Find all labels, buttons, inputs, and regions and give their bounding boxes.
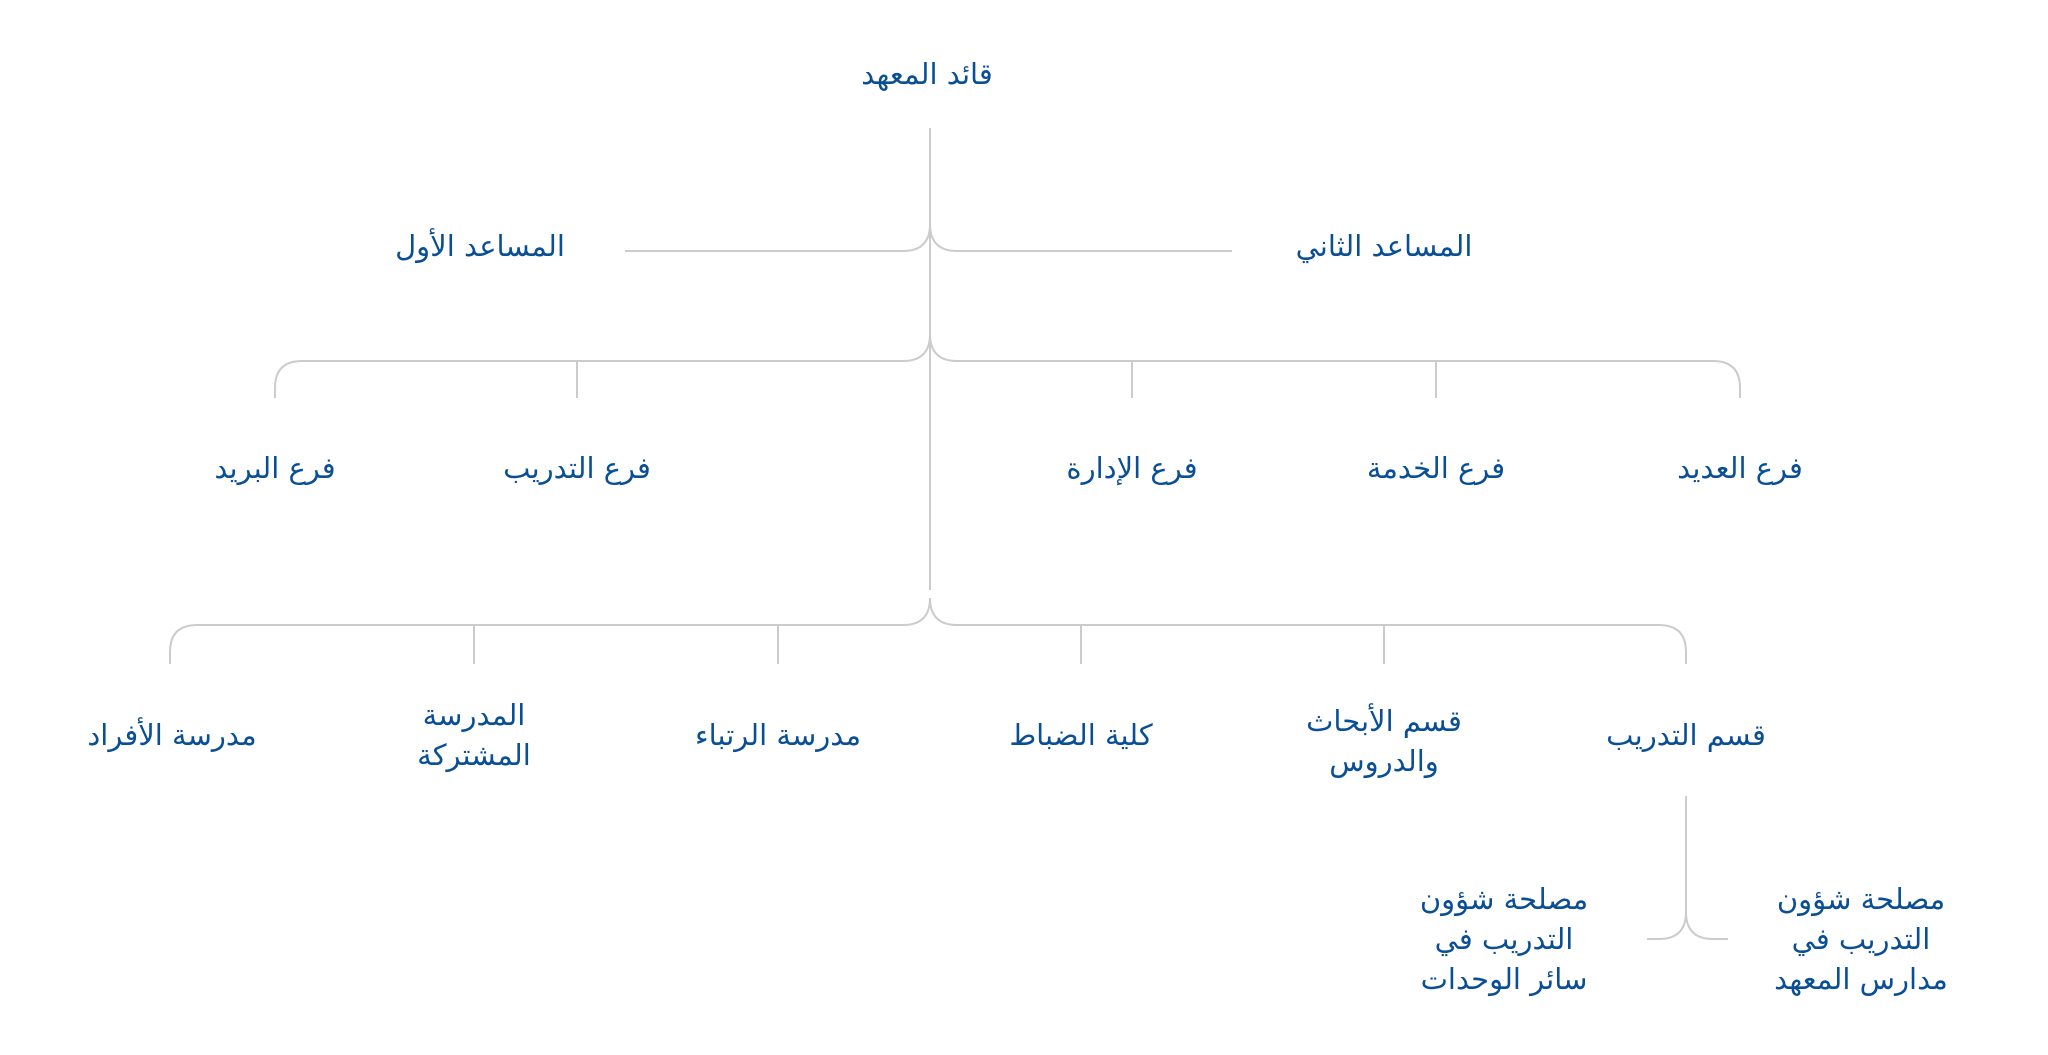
node-joint-school-line-2: المشتركة — [417, 738, 531, 772]
node-training-department: قسم التدريب — [1606, 718, 1766, 752]
node-joint-school: المدرسة المشتركة — [417, 695, 531, 775]
node-joint-school-line-1: المدرسة — [422, 698, 526, 732]
node-research-department-line-2: والدروس — [1329, 744, 1439, 778]
branch-bar-left — [902, 333, 1741, 398]
node-ranks-school: مدرسة الرتباء — [694, 718, 862, 752]
service-bar — [1647, 911, 1728, 940]
node-individuals-school: مدرسة الأفراد — [87, 718, 257, 752]
node-training-affairs-schools-line-1: مصلحة شؤون — [1776, 882, 1946, 916]
node-training-affairs-units-line-2: التدريب في — [1434, 922, 1574, 956]
node-research-department-line-1: قسم الأبحاث — [1306, 704, 1462, 738]
node-branch-mail: فرع البريد — [214, 451, 336, 485]
node-branch-service: فرع الخدمة — [1366, 451, 1506, 485]
node-institute-commander: قائد المعهد — [861, 57, 993, 91]
school-bar-right — [929, 597, 1687, 664]
node-training-affairs-units-line-1: مصلحة شؤون — [1419, 882, 1589, 916]
node-first-deputy: المساعد الأول — [395, 229, 565, 263]
school-bar-left — [169, 597, 931, 664]
node-training-affairs-schools-line-2: التدريب في — [1791, 922, 1931, 956]
node-branch-numerous: فرع العديد — [1677, 451, 1803, 485]
branch-bar-left-arm — [274, 360, 903, 398]
deputy-right-connector — [929, 223, 1232, 252]
node-training-affairs-schools: مصلحة شؤون التدريب في مدارس المعهد — [1774, 879, 1948, 999]
node-training-affairs-units: مصلحة شؤون التدريب في سائر الوحدات — [1420, 879, 1588, 999]
node-research-department: قسم الأبحاث والدروس — [1306, 701, 1462, 781]
node-branch-administration: فرع الإدارة — [1066, 451, 1198, 485]
node-training-affairs-schools-line-3: مدارس المعهد — [1774, 962, 1948, 996]
node-training-affairs-units-line-3: سائر الوحدات — [1420, 962, 1588, 996]
node-branch-training: فرع التدريب — [503, 451, 651, 485]
deputy-left-connector — [625, 223, 931, 252]
node-officers-college: كلية الضباط — [1009, 718, 1153, 752]
node-second-deputy: المساعد الثاني — [1295, 229, 1473, 263]
